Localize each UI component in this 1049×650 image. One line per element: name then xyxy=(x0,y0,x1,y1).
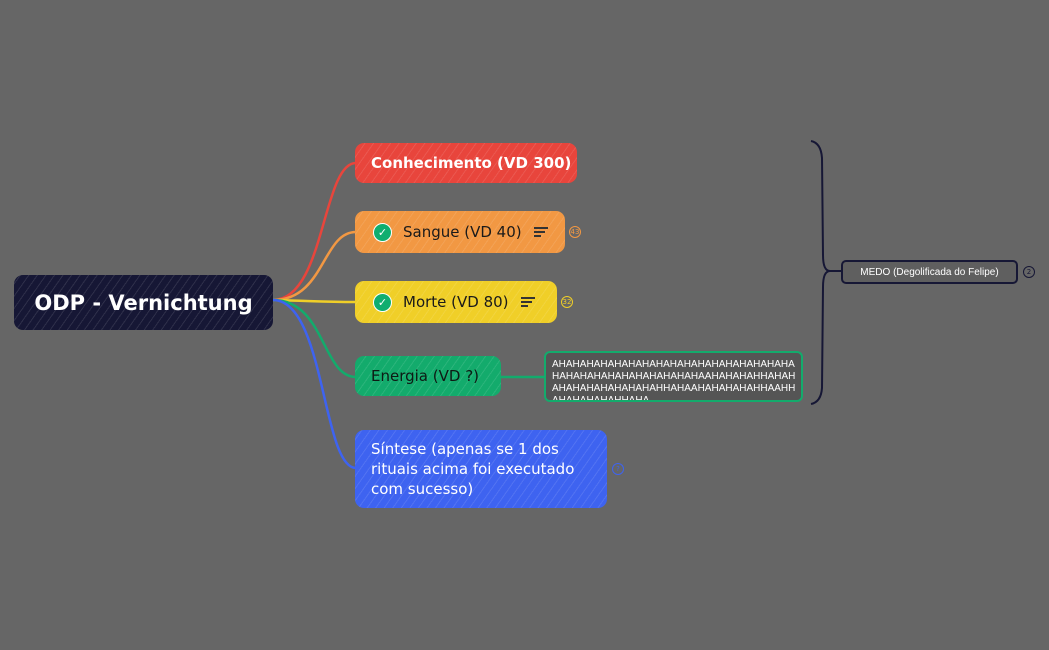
link-sintese xyxy=(272,298,357,470)
topic-morte-label: Morte (VD 80) xyxy=(403,293,509,311)
central-topic[interactable]: ODP - Vernichtung xyxy=(14,275,273,330)
topic-morte[interactable]: ✓ Morte (VD 80) xyxy=(355,281,557,323)
topic-sintese-label: Síntese (apenas se 1 dos rituais acima f… xyxy=(371,440,575,498)
topic-energia[interactable]: Energia (VD ?) xyxy=(355,356,501,396)
link-conhecimento xyxy=(272,161,357,302)
topic-conhecimento-label: Conhecimento (VD 300) xyxy=(371,154,572,172)
central-topic-label: ODP - Vernichtung xyxy=(34,290,253,315)
summary-topic-count-badge[interactable]: 2 xyxy=(1023,266,1035,278)
topic-sangue-count-badge[interactable]: 43 xyxy=(569,226,581,238)
notes-icon[interactable] xyxy=(533,225,548,239)
summary-brace xyxy=(810,140,831,405)
check-circle-icon[interactable]: ✓ xyxy=(373,292,392,312)
topic-energia-label: Energia (VD ?) xyxy=(371,367,480,385)
topic-morte-count-badge[interactable]: 32 xyxy=(561,296,573,308)
notes-icon[interactable] xyxy=(520,295,535,309)
summary-topic-medo[interactable]: MEDO (Degolificada do Felipe) xyxy=(841,260,1018,284)
check-circle-icon[interactable]: ✓ xyxy=(373,222,392,242)
subtopic-energia-text[interactable]: AHAHAHAHAHAHAHAHAHAHAHAHAHAHAHAHAHAHAHAH… xyxy=(544,351,803,402)
summary-topic-label: MEDO (Degolificada do Felipe) xyxy=(860,266,999,278)
topic-conhecimento[interactable]: Conhecimento (VD 300) xyxy=(355,143,577,183)
topic-sangue-label: Sangue (VD 40) xyxy=(403,223,522,241)
topic-sintese[interactable]: Síntese (apenas se 1 dos rituais acima f… xyxy=(355,430,607,508)
link-energia xyxy=(272,298,357,379)
link-sangue xyxy=(272,230,357,302)
topic-sangue[interactable]: ✓ Sangue (VD 40) xyxy=(355,211,565,253)
topic-sintese-count-badge[interactable]: ? xyxy=(612,463,624,475)
